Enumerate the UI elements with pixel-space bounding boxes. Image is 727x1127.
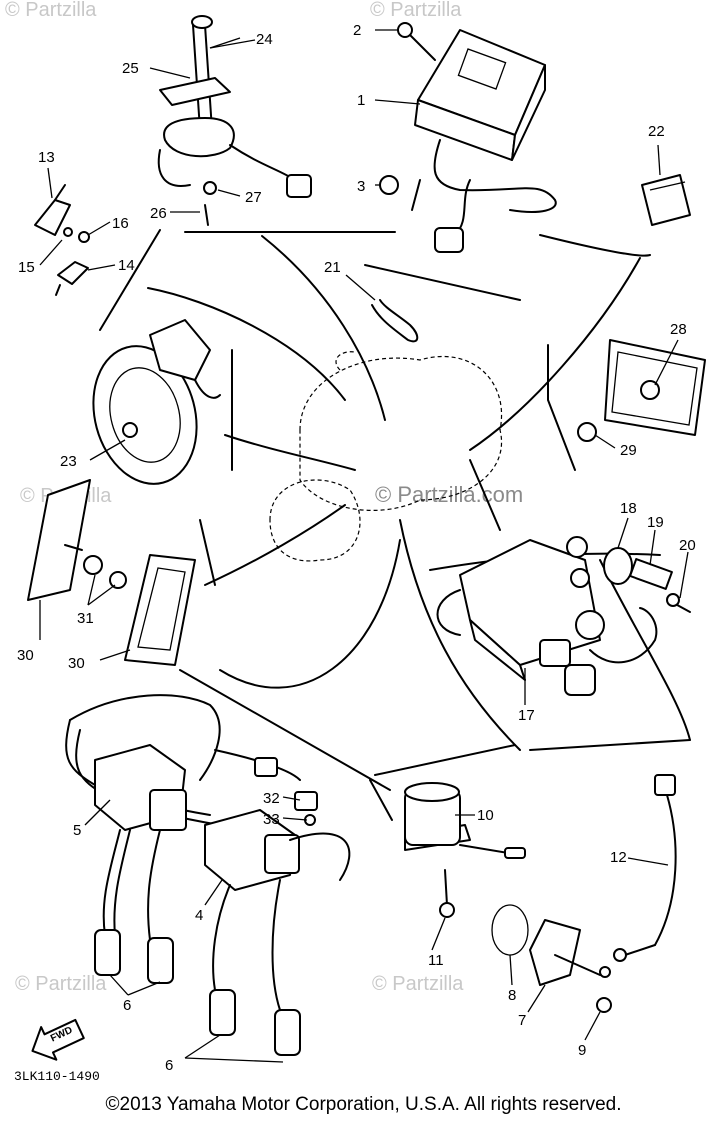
callout-24: 24 xyxy=(256,31,273,48)
horn-part-23 xyxy=(92,319,221,485)
diagram-code: 3LK110-1490 xyxy=(14,1069,100,1084)
watermarks: © Partzilla © Partzilla © Partzilla © Pa… xyxy=(5,0,523,995)
copyright-text: ©2013 Yamaha Motor Corporation, U.S.A. A… xyxy=(105,1094,622,1115)
parts-diagram: © Partzilla © Partzilla © Partzilla © Pa… xyxy=(5,0,706,1084)
callout-32: 32 xyxy=(263,790,280,807)
callout-1: 1 xyxy=(357,92,365,109)
watermark-text: © Partzilla xyxy=(370,0,462,21)
callout-10: 10 xyxy=(477,807,494,824)
bolt-part-2 xyxy=(397,22,436,61)
nut-part-3 xyxy=(379,175,399,195)
callout-22: 22 xyxy=(648,123,665,140)
callout-25: 25 xyxy=(122,60,139,77)
callout-6b: 6 xyxy=(165,1057,173,1074)
callout-3: 3 xyxy=(357,178,365,195)
igniter-unit xyxy=(411,29,557,253)
leader-lines xyxy=(39,29,689,1063)
plug-leads-part-6 xyxy=(94,829,301,1056)
callout-16: 16 xyxy=(112,215,129,232)
tail-light-part-28 xyxy=(577,339,706,442)
callout-4: 4 xyxy=(195,907,203,924)
reflector-side xyxy=(27,479,91,601)
callout-21: 21 xyxy=(324,259,341,276)
watermark-text: © Partzilla xyxy=(372,973,464,995)
callout-15: 15 xyxy=(18,259,35,276)
ignition-coils xyxy=(65,694,351,891)
relay-part-22 xyxy=(641,174,691,226)
callout-11: 11 xyxy=(428,952,444,969)
temperature-switch xyxy=(34,184,90,296)
callout-2: 2 xyxy=(353,22,361,39)
callout-29: 29 xyxy=(620,442,637,459)
relay-part-10 xyxy=(404,782,526,918)
callout-labels: 1 2 3 4 5 6 6 6 7 8 9 10 11 12 13 14 15 … xyxy=(17,22,696,1074)
fuel-sender xyxy=(157,15,312,226)
callout-28: 28 xyxy=(670,321,687,338)
engine-outline xyxy=(269,351,503,562)
sensor-lead-part-12 xyxy=(599,774,677,978)
callout-23: 23 xyxy=(60,453,77,470)
callout-18: 18 xyxy=(620,500,637,517)
callout-30b: 30 xyxy=(68,655,85,672)
callout-27: 27 xyxy=(245,189,262,206)
callout-19: 19 xyxy=(647,514,664,531)
callout-33: 33 xyxy=(263,811,280,828)
callout-9: 9 xyxy=(578,1042,586,1059)
callout-26: 26 xyxy=(150,205,167,222)
callout-20: 20 xyxy=(679,537,696,554)
neutral-switch-part-7 xyxy=(491,904,612,1013)
callout-14: 14 xyxy=(118,257,135,274)
callout-30a: 30 xyxy=(17,647,34,664)
watermark-text: © Partzilla xyxy=(15,973,107,995)
callout-12: 12 xyxy=(610,849,627,866)
callout-8: 8 xyxy=(508,987,516,1004)
callout-7: 7 xyxy=(518,1012,526,1029)
center-watermark: © Partzilla.com xyxy=(375,482,523,507)
callout-17: 17 xyxy=(518,707,535,724)
watermark-text: © Partzilla xyxy=(5,0,97,21)
starter-relay-part-17 xyxy=(436,536,691,696)
fwd-arrow-icon: FWD xyxy=(31,1018,85,1061)
clamp-part-21 xyxy=(371,299,419,343)
reflector-front xyxy=(83,554,196,666)
callout-13: 13 xyxy=(38,149,55,166)
callout-6a: 6 xyxy=(123,997,131,1014)
callout-5: 5 xyxy=(73,822,81,839)
frame-lines xyxy=(99,229,691,821)
callout-31: 31 xyxy=(77,610,94,627)
